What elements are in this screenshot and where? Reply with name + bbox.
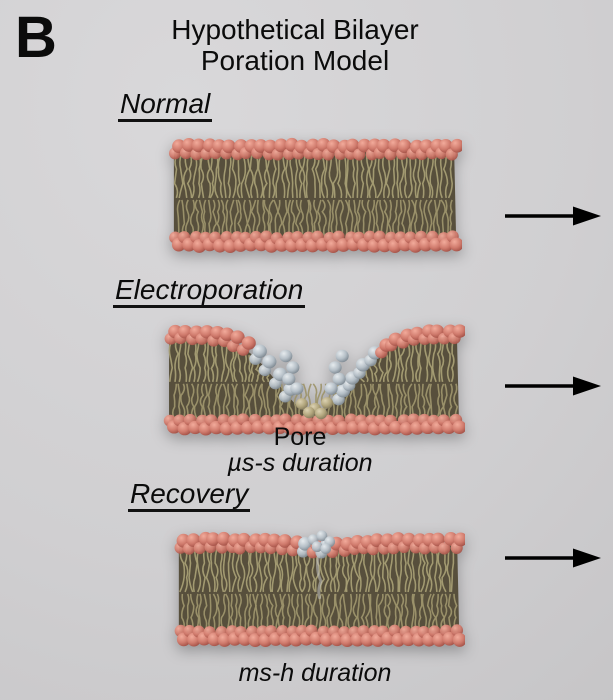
bilayer-normal-illustration [168, 137, 462, 254]
right-arrow-icon [505, 376, 601, 396]
section-heading-normal-text: Normal [118, 89, 213, 123]
figure-title-line2: Poration Model [200, 45, 390, 77]
section-heading-recovery-text: Recovery [128, 479, 251, 513]
figure-title-line1: Hypothetical Bilayer [171, 14, 419, 45]
section-heading-electroporation: Electroporation [113, 274, 306, 309]
bilayer-electroporation-illustration [163, 324, 465, 436]
section-heading-electroporation-text: Electroporation [113, 275, 306, 309]
electroporation-duration-label: µs-s duration [227, 449, 373, 477]
figure-title: Hypothetical Bilayer Poration Model [95, 14, 495, 77]
section-heading-normal: Normal [118, 88, 213, 123]
right-arrow-icon [505, 548, 601, 568]
pore-label: Pore [273, 423, 327, 451]
section-heading-recovery: Recovery [128, 478, 251, 513]
panel-label: B [15, 5, 58, 70]
recovery-duration-label: ms-h duration [238, 659, 392, 687]
right-arrow-icon [505, 206, 601, 226]
bilayer-recovery-illustration [174, 530, 465, 648]
